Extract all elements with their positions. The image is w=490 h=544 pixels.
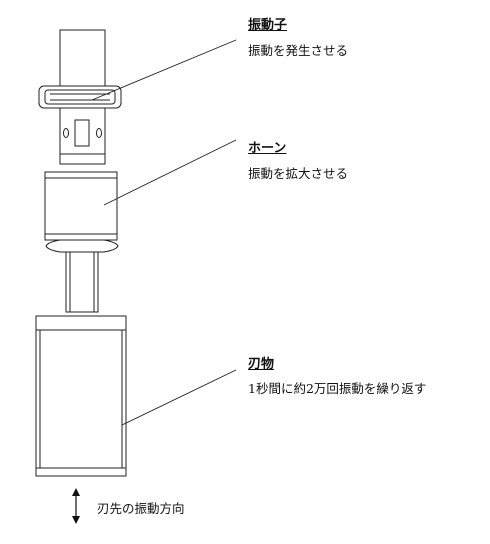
leader-line-horn: [103, 139, 237, 206]
screw-right: [96, 128, 102, 138]
horn-neck: [65, 251, 99, 313]
vibration-arrow-icon: [72, 488, 80, 524]
blade-description: 1秒間に約2万回振動を繰り返す: [248, 381, 427, 396]
blade-title: 刃物: [248, 357, 275, 372]
horn-description: 振動を拡大させる: [248, 166, 349, 181]
horn-title: ホーン: [248, 141, 287, 156]
horn-flange: [45, 239, 119, 253]
horn-body: [44, 171, 118, 241]
transducer-description: 振動を発生させる: [248, 43, 349, 58]
transducer-clamp-inner: [44, 89, 116, 105]
leader-line-transducer: [91, 39, 237, 101]
leader-line-blade: [121, 369, 237, 426]
transducer-window: [74, 119, 90, 147]
vibration-direction-label: 刃先の振動方向: [97, 501, 185, 516]
blade-body: [35, 315, 127, 477]
screw-left: [63, 128, 69, 138]
transducer-title: 振動子: [248, 18, 288, 33]
